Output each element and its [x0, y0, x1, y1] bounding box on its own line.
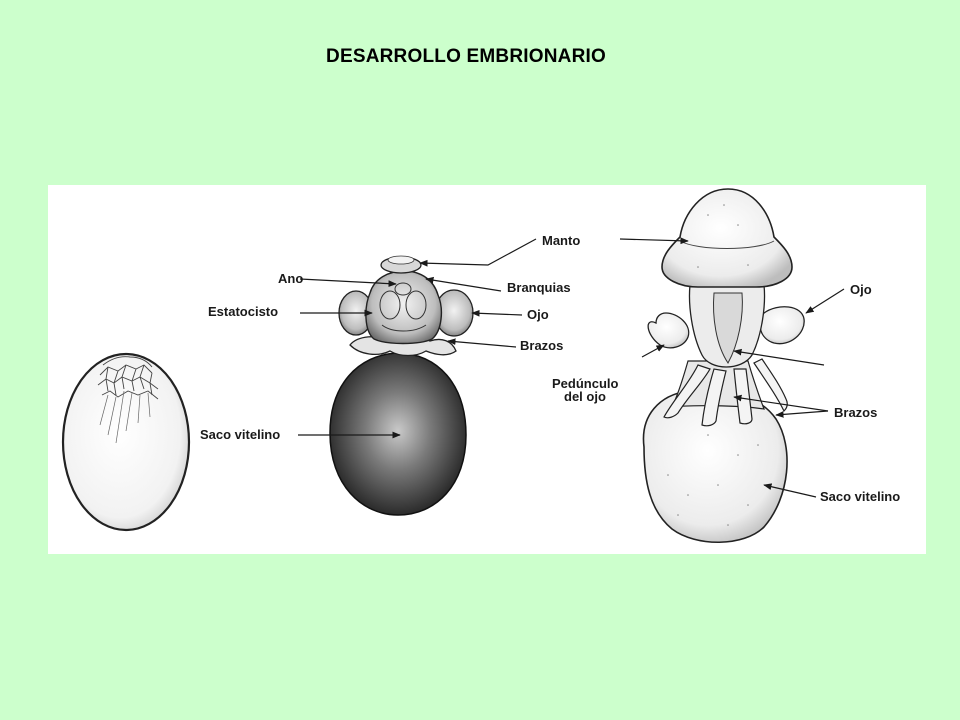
label-brazos-stage2: Brazos: [520, 338, 563, 353]
arms-stage3: [663, 358, 788, 427]
label-branquias: Branquias: [507, 280, 571, 295]
funnel: [713, 292, 743, 364]
eye-lobe-left: [647, 312, 690, 349]
label-saco-vitelino-stage2: Saco vitelino: [200, 427, 280, 442]
label-manto: Manto: [542, 233, 580, 248]
embryo-stage2: Manto Ano Branquias Estatocisto Ojo Braz…: [200, 233, 580, 516]
label-ojo-stage2: Ojo: [527, 307, 549, 322]
label-saco-vitelino-stage3: Saco vitelino: [820, 489, 900, 504]
slide-title: DESARROLLO EMBRIONARIO: [326, 46, 606, 67]
stage2-arrows: [298, 238, 537, 439]
embryo-stage3: Ojo Pedúnculo del ojo Brazos Saco viteli…: [552, 188, 900, 544]
egg-stage1: [61, 352, 191, 532]
embryo-figure: Manto Ano Branquias Estatocisto Ojo Braz…: [48, 185, 926, 554]
egg-cleavage-cells: [97, 356, 159, 400]
egg-surface-lines: [99, 390, 151, 444]
stage3-arrows: [619, 237, 845, 498]
mantle-stage3: [661, 188, 793, 288]
label-estatocisto: Estatocisto: [208, 304, 278, 319]
label-ojo-stage3: Ojo: [850, 282, 872, 297]
head-body: [365, 270, 443, 345]
label-pedunculo-line1: Pedúnculo: [552, 376, 619, 391]
eye-lobe-right: [759, 306, 805, 345]
stipple: [667, 204, 759, 526]
label-pedunculo-line2: del ojo: [564, 389, 606, 404]
label-brazos-stage3: Brazos: [834, 405, 877, 420]
label-ano: Ano: [278, 271, 303, 286]
yolk-sac-dark: [329, 352, 467, 516]
embryo-diagram: Manto Ano Branquias Estatocisto Ojo Braz…: [61, 188, 900, 544]
head-lobes: [379, 282, 427, 332]
